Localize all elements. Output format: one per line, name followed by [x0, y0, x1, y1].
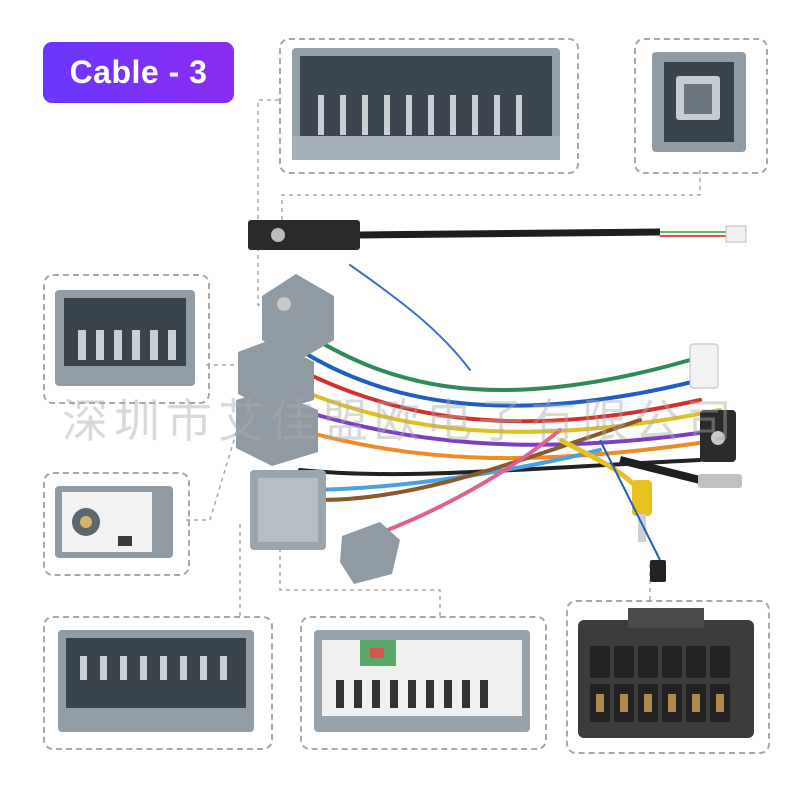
mixed-socket: [314, 630, 530, 732]
wide-socket-bottom: [58, 630, 254, 732]
watermark-text: 深圳市艾佳盟欧电子有限公司: [62, 394, 738, 448]
iso-block-socket: [578, 608, 754, 738]
cable-icon: [248, 220, 747, 250]
antenna-plug-icon: [619, 456, 742, 488]
wire-bundle: [297, 264, 722, 542]
wide-socket-top: [292, 48, 560, 160]
rca-plug-icon: [558, 437, 652, 542]
square-socket: [652, 52, 746, 152]
antenna-socket: [55, 486, 173, 558]
title-badge: Cable - 3: [43, 42, 234, 103]
small-plug-icon: [650, 560, 666, 582]
medium-socket: [55, 290, 195, 386]
white-plug-icon: [689, 343, 719, 389]
connector-icon: [236, 274, 400, 584]
